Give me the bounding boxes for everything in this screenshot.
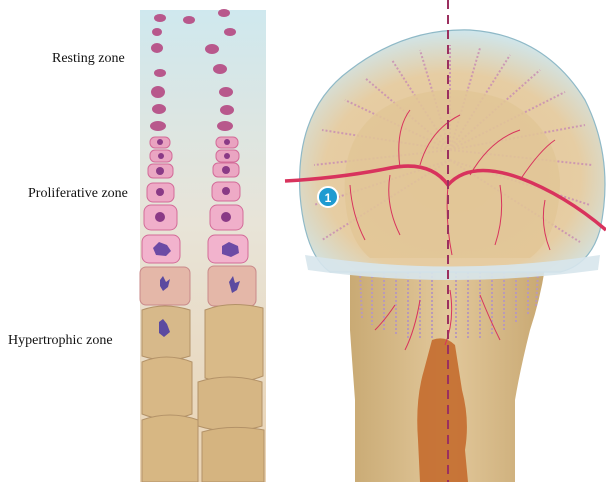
bone-end-illustration: 1 — [285, 0, 606, 482]
growth-plate-column — [140, 9, 266, 482]
svg-text:1: 1 — [325, 191, 332, 205]
marker-1: 1 — [318, 187, 338, 207]
